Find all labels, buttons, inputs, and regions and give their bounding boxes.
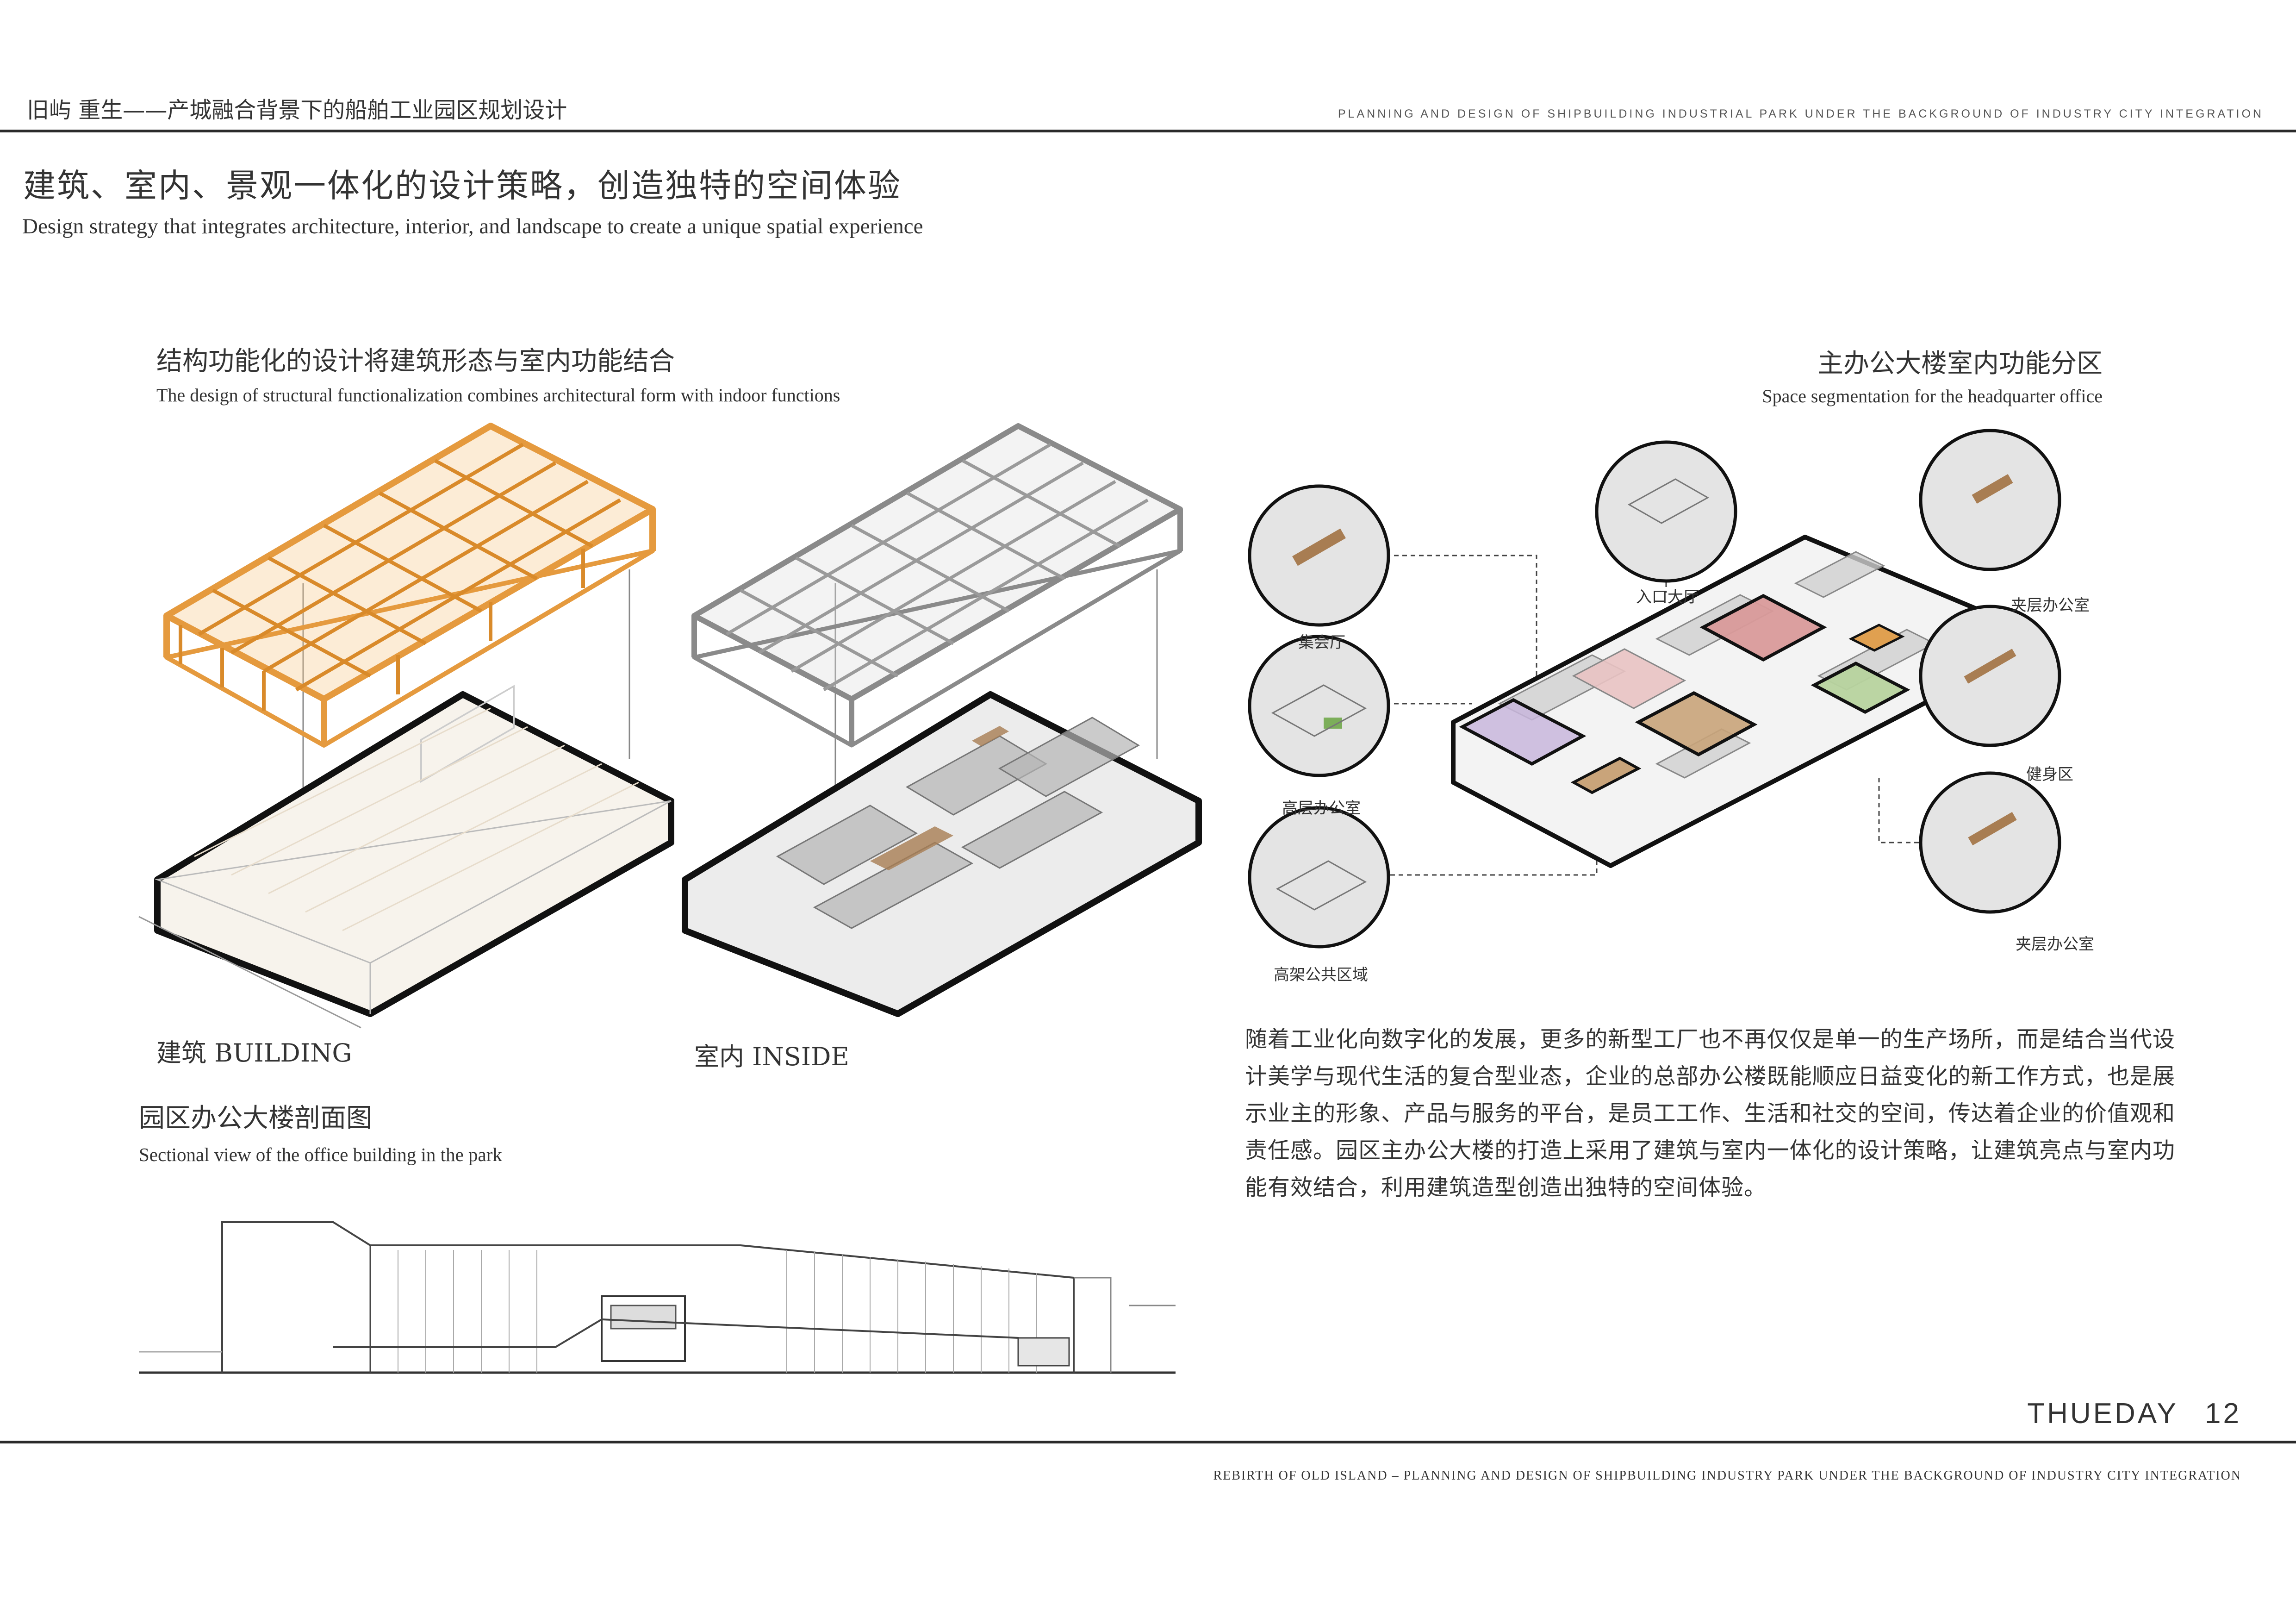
label-gym: 健身区 <box>2026 765 2073 784</box>
description-paragraph: 随着工业化向数字化的发展，更多的新型工厂也不再仅仅是单一的生产场所，而是结合当代… <box>1245 1026 2175 1200</box>
footer-rule <box>0 1441 2296 1443</box>
inside-axonometric <box>682 423 1202 1017</box>
callout-circle-entrance <box>1595 440 1737 583</box>
zoning-plan <box>1248 429 2061 949</box>
building-volume <box>138 685 674 1029</box>
zone-wood <box>1570 691 1758 794</box>
building-axonometric <box>138 423 674 1029</box>
label-assembly-hall: 集会厅 <box>1298 633 1345 652</box>
footer-subtitle: REBIRTH OF OLD ISLAND – PLANNING AND DES… <box>1213 1468 2241 1483</box>
zoning-heading-en: Space segmentation for the headquarter o… <box>1762 386 2103 406</box>
page-number: 12 <box>2205 1398 2241 1430</box>
page-title-cn: 建筑、室内、景观一体化的设计策略，创造独特的空间体验 <box>23 167 902 205</box>
label-entrance-hall: 入口大厅 <box>1636 588 1699 606</box>
zone-green <box>1811 662 1910 714</box>
callout-circle-assembly <box>1248 484 1390 627</box>
zone-purple <box>1459 698 1587 766</box>
structure-heading-en: The design of structural functionalizati… <box>156 385 840 406</box>
label-elevated-public: 高架公共区域 <box>1274 966 1368 984</box>
structure-heading-cn: 结构功能化的设计将建筑形态与室内功能结合 <box>156 346 675 376</box>
zone-red <box>1699 594 1827 662</box>
callout-circle-mezz-bottom <box>1919 771 2061 914</box>
zoning-heading-cn: 主办公大楼室内功能分区 <box>1817 349 2103 379</box>
section-heading-en: Sectional view of the office building in… <box>139 1144 502 1165</box>
building-label: 建筑 BUILDING <box>156 1038 352 1068</box>
label-mezzanine-top: 夹层办公室 <box>2011 596 2090 615</box>
sectional-elevation <box>139 1221 1176 1374</box>
header-rule <box>0 130 2296 132</box>
callout-circle-elevated <box>1248 806 1390 949</box>
callout-circle-mezz-top <box>1919 429 2061 571</box>
footer-brand: THUEDAY 12 <box>2027 1397 2241 1430</box>
interior-volume <box>682 691 1202 1017</box>
label-mezzanine-bottom: 夹层办公室 <box>2016 935 2094 954</box>
project-title-en: PLANNING AND DESIGN OF SHIPBUILDING INDU… <box>1338 107 2264 120</box>
section-heading-cn: 园区办公大楼剖面图 <box>139 1103 372 1133</box>
zone-orange <box>1848 624 1905 652</box>
inside-label: 室内 INSIDE <box>694 1042 849 1071</box>
page-title-en: Design strategy that integrates architec… <box>22 214 923 238</box>
project-title-cn: 旧屿 重生——产城融合背景下的船舶工业园区规划设计 <box>27 97 567 123</box>
callout-circle-high-office <box>1248 635 1390 777</box>
brand-name: THUEDAY <box>2027 1398 2178 1430</box>
callout-circle-gym <box>1919 605 2061 747</box>
zone-pink <box>1572 648 1686 709</box>
label-high-office: 高层办公室 <box>1282 799 1361 818</box>
